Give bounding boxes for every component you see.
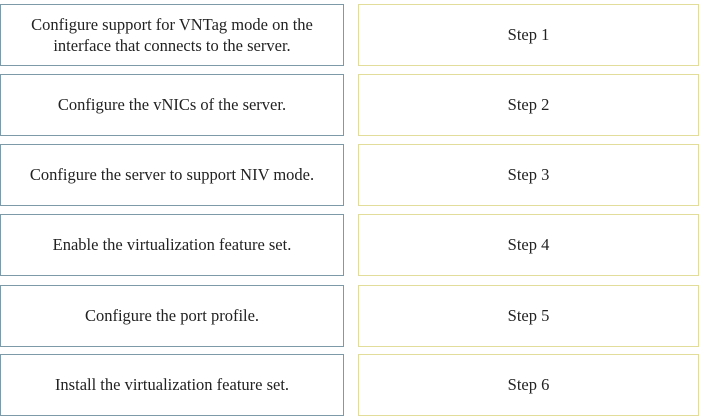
step-label: Step 3: [507, 165, 550, 185]
step-label: Step 1: [507, 25, 550, 45]
step-label: Step 6: [507, 375, 550, 395]
task-item-configure-port-profile[interactable]: Configure the port profile.: [0, 285, 344, 347]
step-slot-3[interactable]: Step 3: [358, 144, 699, 206]
task-item-configure-vnics[interactable]: Configure the vNICs of the server.: [0, 74, 344, 136]
task-item-enable-feature-set[interactable]: Enable the virtualization feature set.: [0, 214, 344, 276]
task-label: Install the virtualization feature set.: [54, 375, 290, 395]
step-slot-1[interactable]: Step 1: [358, 4, 699, 66]
step-slot-5[interactable]: Step 5: [358, 285, 699, 347]
task-label: Configure the vNICs of the server.: [57, 95, 287, 115]
step-slot-2[interactable]: Step 2: [358, 74, 699, 136]
step-slot-4[interactable]: Step 4: [358, 214, 699, 276]
task-item-configure-niv-mode[interactable]: Configure the server to support NIV mode…: [0, 144, 344, 206]
step-slot-6[interactable]: Step 6: [358, 354, 699, 416]
task-item-configure-vntag[interactable]: Configure support for VNTag mode on the …: [0, 4, 344, 66]
task-label: Configure support for VNTag mode on the …: [31, 14, 313, 55]
step-label: Step 2: [507, 95, 550, 115]
task-label: Enable the virtualization feature set.: [52, 235, 292, 255]
task-label: Configure the port profile.: [84, 306, 260, 326]
task-label: Configure the server to support NIV mode…: [29, 165, 315, 185]
step-label: Step 5: [507, 306, 550, 326]
step-label: Step 4: [507, 235, 550, 255]
task-item-install-feature-set[interactable]: Install the virtualization feature set.: [0, 354, 344, 416]
